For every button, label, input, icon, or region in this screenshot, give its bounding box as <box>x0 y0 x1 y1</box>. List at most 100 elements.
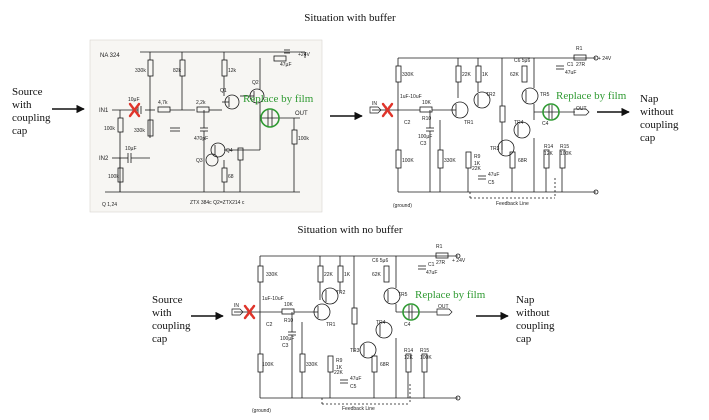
replace-circle-na324 <box>260 108 280 128</box>
svg-text:+ 24V: + 24V <box>598 56 612 62</box>
svg-text:2,2k: 2,2k <box>196 100 206 106</box>
title-with-buffer: Situation with buffer <box>304 12 396 24</box>
svg-text:R10: R10 <box>284 318 293 324</box>
svg-text:Feedback Line: Feedback Line <box>496 201 529 207</box>
svg-text:470pF: 470pF <box>194 136 208 142</box>
svg-text:100µF: 100µF <box>280 336 294 342</box>
svg-text:TR4: TR4 <box>376 320 386 326</box>
svg-text:82k: 82k <box>173 68 182 74</box>
svg-text:10K: 10K <box>422 100 432 106</box>
svg-text:330K: 330K <box>266 272 278 278</box>
svg-text:47uF: 47uF <box>426 270 437 276</box>
svg-text:OUT: OUT <box>576 106 587 112</box>
svg-text:62K: 62K <box>372 272 382 278</box>
svg-text:IN: IN <box>234 303 239 309</box>
svg-text:C2: C2 <box>266 322 273 328</box>
svg-text:TR4: TR4 <box>514 120 524 126</box>
svg-text:R15: R15 <box>420 348 429 354</box>
svg-text:100µF: 100µF <box>418 134 432 140</box>
svg-text:C5: C5 <box>488 180 495 186</box>
svg-text:10K: 10K <box>284 302 294 308</box>
svg-text:330k: 330k <box>135 68 146 74</box>
svg-text:IN1: IN1 <box>99 108 109 114</box>
svg-text:62K: 62K <box>510 72 520 78</box>
svg-text:100k: 100k <box>298 136 309 142</box>
replace-label-na324: Replace by film <box>243 93 314 105</box>
schematic-na324: NA 324 IN1 IN2 OUT +24V 330k 82k 12k 47µ… <box>89 39 323 213</box>
replace-label-buffer: Replace by film <box>556 90 627 102</box>
svg-text:22K: 22K <box>472 166 482 172</box>
svg-text:TR2: TR2 <box>486 92 496 98</box>
svg-text:TR1: TR1 <box>464 120 474 126</box>
title-no-buffer: Situation with no buffer <box>297 224 403 236</box>
svg-text:R1: R1 <box>576 46 583 52</box>
svg-text:100K: 100K <box>402 158 414 164</box>
svg-text:100K: 100K <box>262 362 274 368</box>
svg-text:47uF: 47uF <box>350 376 361 382</box>
svg-text:R14: R14 <box>544 144 553 150</box>
svg-text:100k: 100k <box>104 126 115 132</box>
svg-text:(ground): (ground) <box>393 203 412 209</box>
svg-text:R1: R1 <box>436 244 443 250</box>
svg-text:47uF: 47uF <box>488 172 499 178</box>
svg-text:10µF: 10µF <box>128 97 140 103</box>
svg-text:1K: 1K <box>482 72 489 78</box>
svg-text:12K: 12K <box>404 355 414 361</box>
svg-text:Q3: Q3 <box>196 158 203 164</box>
svg-text:68R: 68R <box>518 158 528 164</box>
svg-text:C6 5µ6: C6 5µ6 <box>372 258 388 264</box>
svg-text:1uF-10uF: 1uF-10uF <box>400 94 422 100</box>
svg-text:R15: R15 <box>560 144 569 150</box>
svg-text:22K: 22K <box>462 72 472 78</box>
svg-text:TR2: TR2 <box>336 290 346 296</box>
svg-text:TR5: TR5 <box>540 92 550 98</box>
svg-text:27R: 27R <box>576 62 586 68</box>
svg-text:47µF: 47µF <box>280 62 292 68</box>
svg-text:TR3: TR3 <box>350 348 360 354</box>
svg-text:100k: 100k <box>108 174 119 180</box>
remove-cap-marker-na324 <box>128 102 141 118</box>
svg-text:68: 68 <box>228 174 234 180</box>
svg-text:ZTX 384c Q2=ZTX214 c: ZTX 384c Q2=ZTX214 c <box>190 200 245 206</box>
svg-text:1K: 1K <box>344 272 351 278</box>
svg-text:OUT: OUT <box>295 111 308 117</box>
svg-text:TR5: TR5 <box>398 292 408 298</box>
svg-text:C3: C3 <box>420 141 427 147</box>
svg-text:C2: C2 <box>404 120 411 126</box>
svg-text:R14: R14 <box>404 348 413 354</box>
svg-text:IN2: IN2 <box>99 156 109 162</box>
svg-text:Q4: Q4 <box>226 148 233 154</box>
svg-text:100K: 100K <box>560 151 572 157</box>
svg-text:R9: R9 <box>474 154 481 160</box>
remove-cap-marker-no-buffer <box>243 304 256 320</box>
svg-text:330K: 330K <box>402 72 414 78</box>
svg-text:12k: 12k <box>228 68 237 74</box>
svg-text:Q2: Q2 <box>252 80 259 86</box>
svg-text:(ground): (ground) <box>252 408 271 414</box>
replace-circle-no-buffer <box>402 303 420 321</box>
svg-text:R9: R9 <box>336 358 343 364</box>
svg-text:OUT: OUT <box>438 304 449 310</box>
svg-text:C1: C1 <box>567 62 574 68</box>
schematic-buffer: IN OUT R1 27R + 24V (ground) Feedback Li… <box>369 46 612 209</box>
svg-text:330K: 330K <box>444 158 456 164</box>
schematic-no-buffer: IN OUT R1 27R + 24V (ground) Feedback Li… <box>231 244 466 414</box>
svg-text:100K: 100K <box>420 355 432 361</box>
svg-text:Feedback Line: Feedback Line <box>342 406 375 412</box>
svg-text:C5: C5 <box>350 384 357 390</box>
replace-label-no-buffer: Replace by film <box>415 289 486 301</box>
svg-text:C3: C3 <box>282 343 289 349</box>
svg-text:68R: 68R <box>380 362 390 368</box>
svg-text:22K: 22K <box>334 370 344 376</box>
svg-text:10µF: 10µF <box>125 146 137 152</box>
svg-text:330K: 330K <box>306 362 318 368</box>
label-model: NA 324 <box>100 53 120 59</box>
svg-text:C4: C4 <box>404 322 411 328</box>
svg-text:Q 1,24: Q 1,24 <box>102 202 117 208</box>
svg-text:12K: 12K <box>544 151 554 157</box>
